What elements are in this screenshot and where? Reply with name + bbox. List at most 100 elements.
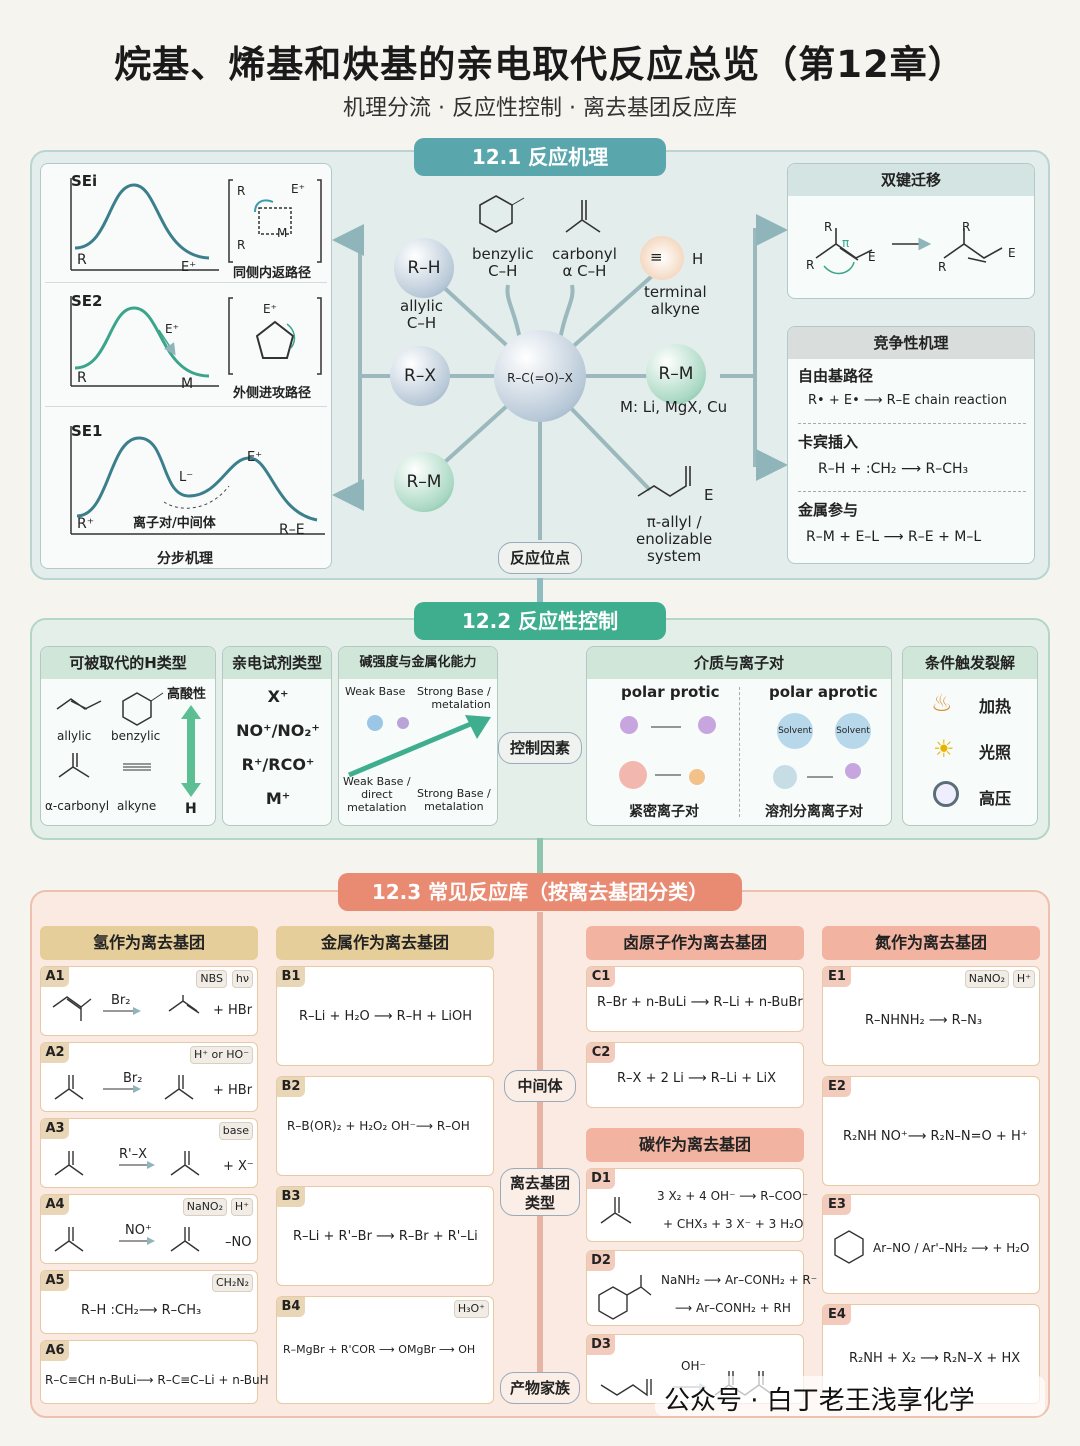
a6-id: A6 (41, 1341, 69, 1361)
sei-r: R (77, 252, 87, 268)
e2-id: E2 (823, 1077, 851, 1097)
alkyne-triple-bond-icon: ≡ (650, 248, 663, 266)
se2-path: 外侧进攻路径 (233, 386, 312, 401)
a5-id: A5 (41, 1271, 69, 1291)
radical-path-title: 自由基路径 (798, 367, 874, 385)
spine-2 (537, 838, 543, 878)
aprotic-ions (773, 763, 861, 789)
heat-icon: ♨ (931, 689, 953, 717)
high-acidity: 高酸性 (167, 687, 207, 702)
se2-r: R (77, 370, 87, 386)
weak-base: Weak Base (345, 685, 406, 698)
a2-reagent: Br₂ (123, 1071, 143, 1086)
shift-r2: R (806, 258, 815, 272)
carbene-title: 卡宾插入 (798, 433, 859, 451)
base-strength-box: 碱强度与金属化能力 Weak Base Strong Base / metala… (338, 646, 498, 826)
sei-ts-e: E⁺ (291, 182, 305, 196)
e1-id: E1 (823, 967, 851, 987)
card-e3: E3 Ar–NO / Ar'–NH₂ ⟶ + H₂O (822, 1194, 1040, 1294)
a3-structures (54, 1151, 200, 1176)
a4-id: A4 (41, 1195, 69, 1215)
h-types-box: 可被取代的H类型 allylic benzylic α-carbonyl alk… (40, 646, 216, 826)
e3-reaction: Ar–NO / Ar'–NH₂ ⟶ + H₂O (873, 1241, 1030, 1255)
se1-path: 分步机理 (157, 551, 213, 567)
protic-ions (619, 716, 716, 789)
d3-id: D3 (587, 1335, 615, 1355)
alkyne-bead (640, 236, 684, 280)
hub-center-label: R–C(=O)–X (507, 371, 573, 385)
a1-structures (52, 995, 200, 1021)
card-b2: B2 R–B(OR)₂ + H₂O₂ OH⁻⟶ R–OH (276, 1076, 494, 1176)
a3-reagent: R'–X (119, 1147, 148, 1162)
card-c1: C1 R–Br + n-BuLi ⟶ R–Li + n-BuBr (586, 966, 804, 1032)
a3-cond: base (218, 1122, 253, 1140)
reaction-site-pill: 反应位点 (498, 542, 582, 574)
intermediate-pill: 中间体 (504, 1070, 576, 1102)
e2-reaction: R₂NH NO⁺⟶ R₂N–N=O + H⁺ (843, 1129, 1028, 1144)
section-12-2-header: 12.2 反应性控制 (414, 602, 666, 640)
d1-ketone (600, 1197, 632, 1224)
polar-aprotic: polar aprotic (769, 683, 878, 701)
d2-reaction-2: ⟶ Ar–CONH₂ + RH (675, 1301, 791, 1315)
a4-cond2: H⁺ (230, 1198, 253, 1216)
leaving-group-pill: 离去基团 类型 (500, 1168, 580, 1216)
a6-reaction: R–C≡CH n-BuLi⟶ R–C≡C–Li + n-BuH (45, 1373, 269, 1387)
b4-cond: H₃O⁺ (453, 1300, 489, 1318)
sei-energy-curve (70, 178, 219, 271)
shift-r3: R (962, 220, 971, 234)
alkyne-h: H (692, 250, 704, 268)
d1-id: D1 (587, 1169, 615, 1189)
a2-product: + HBr (213, 1083, 253, 1098)
e1-reaction: R–NHNH₂ ⟶ R–N₃ (865, 1013, 983, 1028)
a1-id: A1 (41, 967, 69, 987)
sei-ts-m: M (277, 226, 288, 240)
section-12-1-header: 12.1 反应机理 (414, 138, 666, 176)
se2-m: M (181, 376, 194, 392)
d3-reagent: OH⁻ (681, 1359, 706, 1373)
se2-label: SE2 (71, 292, 103, 310)
benzene-icon (479, 195, 525, 233)
se2-ts-e: E⁺ (263, 302, 277, 316)
se1-label: SE1 (71, 422, 103, 440)
carbonyl-icon (565, 200, 601, 233)
section-12-3-header: 12.3 常见反应库（按离去基团分类） (338, 873, 742, 911)
pi-allyl-label: π-allyl / enolizable system (636, 513, 713, 565)
h-alpha-carbonyl: α-carbonyl (45, 799, 110, 813)
rh-node: R–H (394, 238, 454, 298)
strong-base-metalation: Strong Base / metalation (417, 787, 491, 813)
cond-heat: 加热 (979, 697, 1012, 716)
d1-reaction: 3 X₂ + 4 OH⁻ ⟶ R–COO⁻ (657, 1189, 809, 1203)
trigger-conditions-box: 条件触发裂解 ♨ 加热 ☀ 光照 高压 (902, 646, 1038, 826)
se1-e: E⁺ (247, 450, 263, 465)
h-allylic: allylic (57, 729, 92, 743)
e3-benzene (834, 1230, 864, 1264)
d2-aryl-ketone (598, 1275, 652, 1320)
card-b1: B1 R–Li + H₂O ⟶ R–H + LiOH (276, 966, 494, 1066)
polar-protic: polar protic (621, 683, 720, 701)
energy-diagrams-box: SEi R E⁺ R E⁺ R M 同侧内返路径 SE2 R M E⁺ E⁺ 外… (40, 163, 332, 569)
base-gradient-arrow (348, 715, 491, 778)
sei-label: SEi (71, 172, 98, 190)
page-subtitle: 机理分流 · 反应性控制 · 离去基团反应库 (343, 96, 737, 121)
a4-structures (54, 1227, 200, 1252)
solvent-ball-2: Solvent (835, 713, 871, 749)
electrophile-head: 亲电试剂类型 (223, 647, 331, 679)
b2-id: B2 (277, 1077, 305, 1097)
sei-ts-r: R (237, 184, 246, 198)
medium-box: 介质与离子对 polar protic polar aprotic Solven… (586, 646, 892, 826)
shift-pi: π (842, 236, 850, 250)
h-types-head: 可被取代的H类型 (41, 647, 215, 679)
col-h-head: 氢作为离去基团 (40, 926, 258, 960)
b1-reaction: R–Li + H₂O ⟶ R–H + LiOH (299, 1009, 472, 1024)
b1-id: B1 (277, 967, 305, 987)
rm-node-right: R–M (646, 344, 706, 404)
se2-e: E⁺ (165, 322, 179, 336)
a4-product: –NO (225, 1235, 252, 1250)
metal-list: M: Li, MgX, Cu (620, 398, 728, 416)
a5-cond: CH₂N₂ (212, 1274, 253, 1292)
acidity-h: H (185, 801, 197, 817)
a5-reaction: R–H :CH₂⟶ R–CH₃ (81, 1303, 202, 1318)
